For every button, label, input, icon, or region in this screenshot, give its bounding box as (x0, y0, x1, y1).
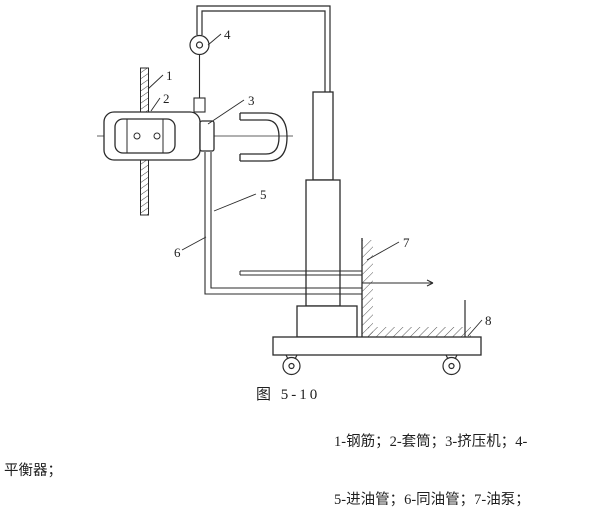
press-body (103, 111, 215, 161)
wheel-left (282, 354, 301, 376)
part-label-3: 3 (248, 93, 255, 108)
pump-wall (361, 238, 373, 337)
leader-7 (366, 241, 400, 261)
legend-line-1: 1-钢筋；2-套筒；3-挤压机；4- (334, 434, 528, 450)
figure-caption: 图 5-10 (256, 387, 321, 403)
part-label-6: 6 (174, 245, 181, 260)
part-label-5: 5 (260, 187, 267, 202)
leader-1 (147, 74, 164, 90)
wheel-right (442, 354, 461, 376)
oil-pipe-return (239, 270, 362, 276)
platform-hatch (368, 327, 471, 337)
hydraulic-cylinder (305, 91, 341, 307)
clamp-yoke (239, 112, 288, 162)
top-pipe (196, 5, 331, 92)
oil-pipe-inlet (204, 152, 362, 295)
leader-2 (150, 97, 161, 112)
leader-6 (181, 236, 207, 251)
cylinder-base (296, 305, 358, 338)
legend-line-2: 平衡器； (4, 463, 62, 479)
leader-5 (213, 193, 257, 212)
part-label-2: 2 (163, 91, 170, 106)
part-label-7: 7 (403, 235, 410, 250)
leader-lines (147, 33, 483, 337)
leader-3 (207, 99, 245, 125)
cart-platform (272, 336, 482, 356)
part-label-8: 8 (485, 313, 492, 328)
machine-diagram: 1 2 3 4 5 6 7 8 (97, 5, 492, 376)
hoist-rope (193, 54, 206, 113)
leader-4 (207, 33, 222, 46)
balancer-pulley (189, 34, 210, 56)
pump-outlet (362, 279, 434, 287)
part-labels: 1 2 3 4 5 6 7 8 (163, 27, 492, 328)
legend-line-3: 5-进油管；6-同油管；7-油泵； (334, 492, 530, 508)
sleeve (133, 132, 161, 140)
part-label-4: 4 (224, 27, 231, 42)
part-label-1: 1 (166, 68, 173, 83)
leader-8 (467, 319, 483, 337)
